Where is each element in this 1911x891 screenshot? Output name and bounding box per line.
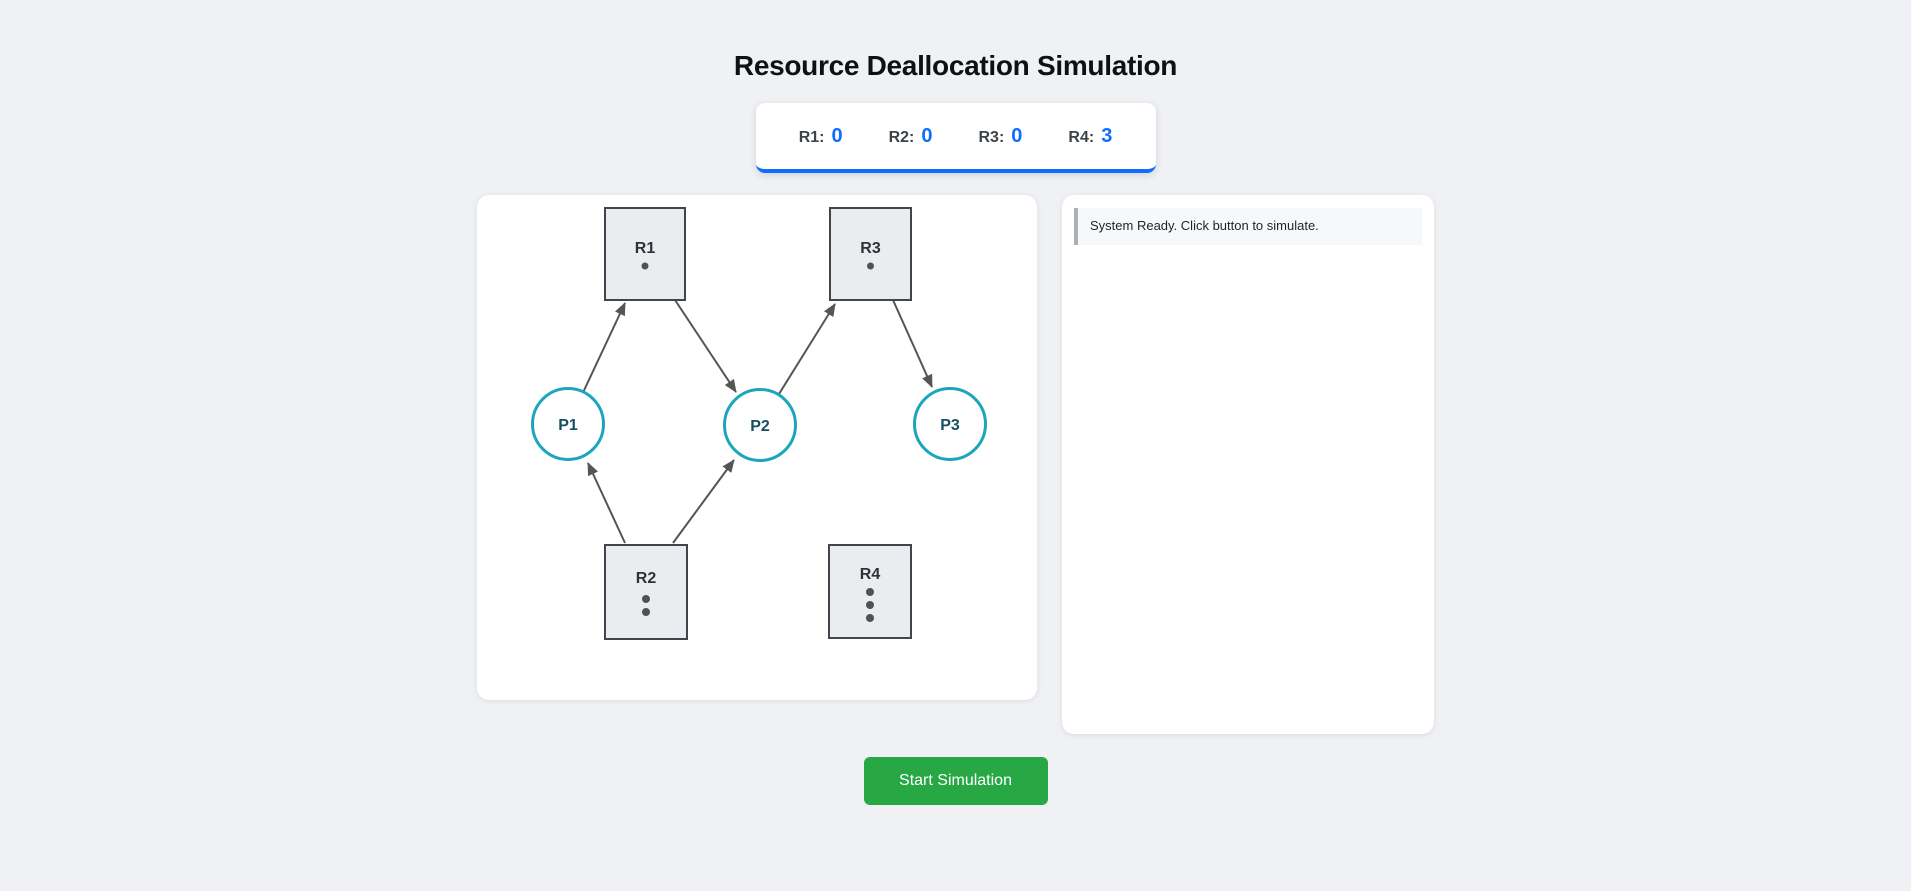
- node-p3: P3: [913, 387, 987, 461]
- resource-instance-dot: [867, 262, 874, 270]
- node-label: P2: [750, 418, 770, 435]
- resource-count-value: 0: [1011, 124, 1023, 147]
- node-r2: R2: [604, 544, 688, 640]
- node-label: P3: [940, 417, 960, 434]
- resource-instance-dot: [866, 601, 874, 609]
- resource-count-label: R1:: [798, 128, 825, 146]
- resource-count-label: R4:: [1068, 128, 1095, 146]
- log-list: System Ready. Click button to simulate.: [1074, 208, 1422, 245]
- node-label: R4: [860, 566, 881, 583]
- resource-instance-dot: [641, 262, 649, 270]
- resource-count-r4: R4: 3: [1068, 125, 1112, 148]
- edge-p1-r1: [582, 302, 626, 392]
- resource-count-value: 0: [831, 124, 843, 147]
- log-panel: System Ready. Click button to simulate.: [1062, 195, 1434, 734]
- node-p1: P1: [531, 387, 605, 461]
- node-label: R1: [635, 240, 656, 257]
- resource-count-value: 0: [921, 124, 933, 147]
- edge-r3-p3: [892, 299, 933, 388]
- start-simulation-button[interactable]: Start Simulation: [863, 757, 1048, 805]
- resource-count-r3: R3: 0: [979, 125, 1023, 148]
- resource-count-label: R3:: [978, 128, 1005, 146]
- resource-instance-dot: [642, 595, 650, 603]
- log-entry: System Ready. Click button to simulate.: [1074, 208, 1422, 245]
- node-label: R3: [860, 240, 881, 257]
- resource-count-value: 3: [1101, 124, 1113, 147]
- resource-count-r1: R1: 0: [799, 125, 843, 148]
- edge-r2-p1: [587, 462, 626, 544]
- resource-count-label: R2:: [888, 128, 915, 146]
- edge-r1-p2: [674, 299, 737, 393]
- node-label: P1: [558, 417, 578, 434]
- node-label: R2: [636, 570, 657, 587]
- resource-instance-dot: [866, 614, 874, 622]
- edge-r2-p2: [672, 459, 735, 544]
- page-title: Resource Deallocation Simulation: [733, 50, 1178, 81]
- resource-instance-dot: [642, 608, 650, 616]
- edge-p2-r3: [778, 303, 836, 395]
- node-p2: P2: [723, 388, 797, 462]
- node-r4: R4: [828, 544, 912, 639]
- resource-instance-dot: [866, 588, 874, 596]
- resource-status-bar: R1: 0 R2: 0 R3: 0 R4: 3: [755, 103, 1156, 173]
- node-r3: R3: [829, 207, 912, 301]
- node-r1: R1: [604, 207, 686, 301]
- resource-count-r2: R2: 0: [889, 125, 933, 148]
